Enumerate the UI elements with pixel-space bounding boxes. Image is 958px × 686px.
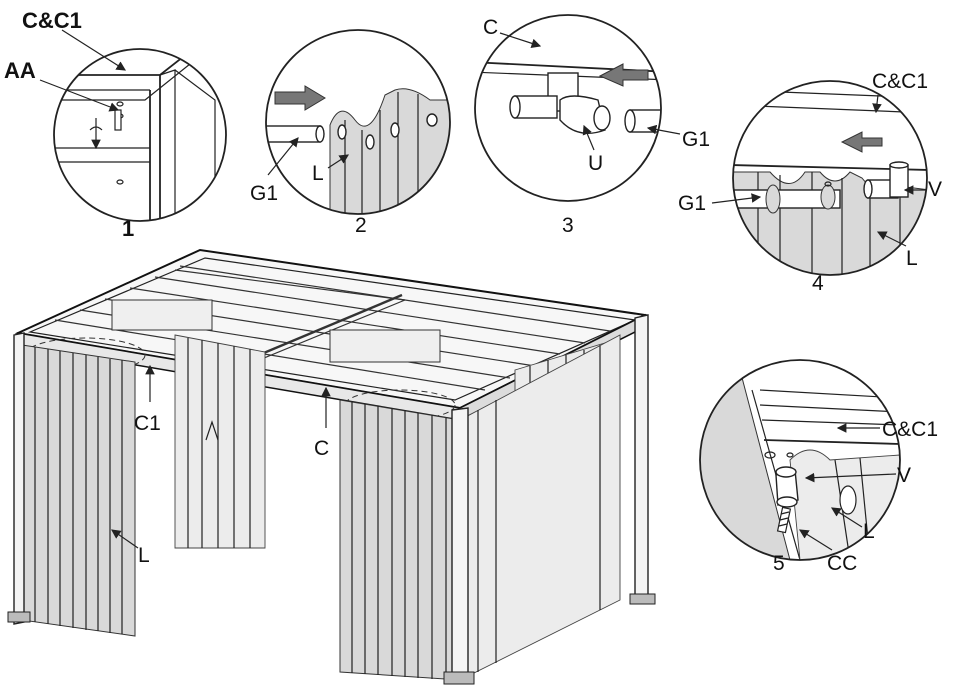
c-and-c1-label: C&C1 [882, 418, 938, 441]
detail-3-drawing [475, 15, 661, 201]
c-and-c1-label: C&C1 [22, 8, 82, 33]
u-label: U [588, 152, 603, 175]
aa-label: AA [4, 58, 36, 83]
v-label: V [928, 178, 942, 201]
detail-1-drawing [54, 49, 226, 221]
detail-3: C G1 U 3 [474, 14, 710, 237]
detail-4: C&C1 G1 V L 4 [678, 70, 942, 295]
c-and-c1-label: C&C1 [872, 70, 928, 93]
v-label: V [897, 464, 911, 487]
detail-4-number: 4 [812, 272, 824, 295]
l-label: L [863, 520, 875, 543]
cc-label: CC [827, 552, 857, 575]
gazebo-main-view: C1 C L [7, 248, 656, 685]
l-label: L [312, 162, 324, 185]
side-curtain-panel [459, 334, 621, 681]
detail-1-number: 1 [122, 216, 134, 241]
c1-label: C1 [134, 412, 161, 435]
detail-2: G1 L 2 [250, 29, 451, 237]
left-curtain-panel [21, 344, 136, 637]
c-label: C [314, 437, 329, 460]
posts [7, 314, 656, 685]
detail-5: C&C1 V L CC 5 [699, 359, 938, 575]
detail-5-number: 5 [773, 552, 785, 575]
c-label: C [483, 16, 498, 39]
l-label: L [906, 247, 918, 270]
g1-label: G1 [250, 182, 278, 205]
g1-label: G1 [678, 192, 706, 215]
detail-1: C&C1 AA 1 [4, 8, 227, 241]
detail-2-drawing [266, 30, 450, 214]
detail-3-number: 3 [562, 214, 574, 237]
right-curtain-panel [339, 399, 461, 681]
l-label: L [138, 544, 150, 567]
g1-label: G1 [682, 128, 710, 151]
detail-2-number: 2 [355, 214, 367, 237]
